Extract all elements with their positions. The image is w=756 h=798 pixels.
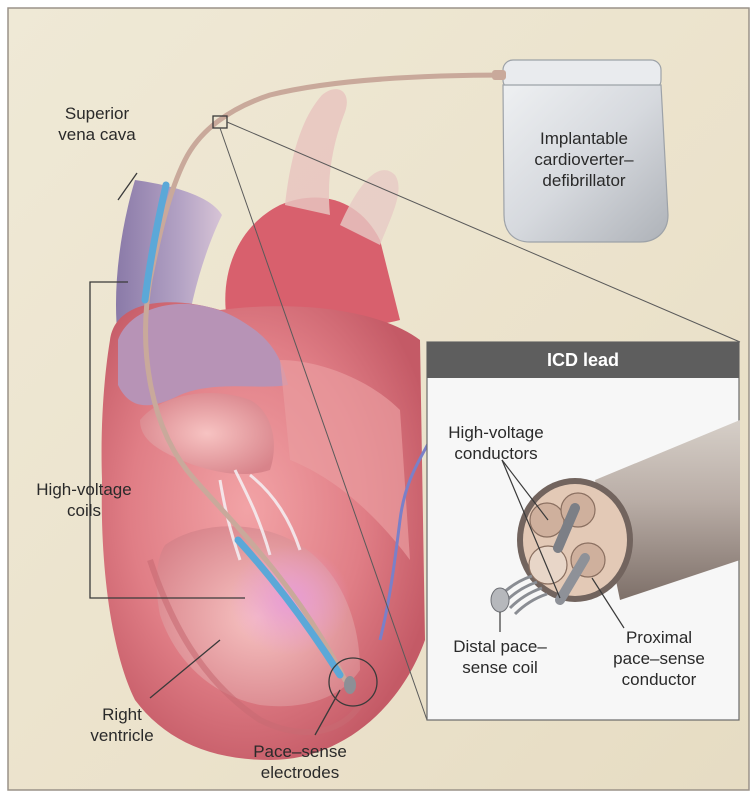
distal-coil-end <box>491 588 509 612</box>
inset-title: ICD lead <box>427 342 739 378</box>
label-pace-sense-electrodes: Pace–sense electrodes <box>240 741 360 783</box>
label-high-voltage-coils: High-voltage coils <box>18 479 150 521</box>
label-high-voltage-conductors: High-voltage conductors <box>432 422 560 464</box>
lumen-hv-1 <box>530 503 564 537</box>
label-icd-device: Implantable cardioverter– defibrillator <box>505 128 663 191</box>
icd-connector <box>492 70 506 80</box>
label-right-ventricle: Right ventricle <box>72 704 172 746</box>
lead-tip <box>344 676 356 694</box>
label-proximal-pace-sense-conductor: Proximal pace–sense conductor <box>603 627 715 690</box>
label-distal-pace-sense-coil: Distal pace– sense coil <box>441 636 559 678</box>
label-superior-vena-cava: Superior vena cava <box>42 103 152 145</box>
